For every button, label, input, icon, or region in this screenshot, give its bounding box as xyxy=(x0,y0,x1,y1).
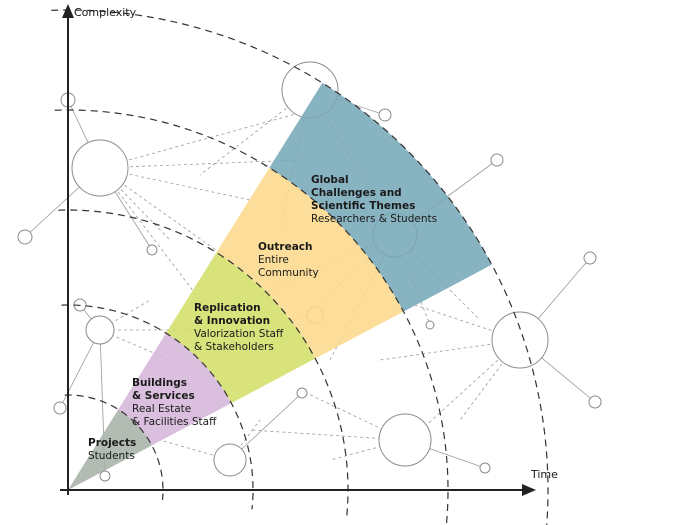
band-outreach xyxy=(216,167,404,359)
band-label-projects: Projects Students xyxy=(88,437,136,463)
band-subtitle: & Facilities Staff xyxy=(132,416,217,428)
band-label-outreach: Outreach Entire Community xyxy=(258,241,319,280)
dashed-arc xyxy=(54,109,449,525)
band-replication xyxy=(166,252,316,404)
band-title: Scientific Themes xyxy=(311,200,416,212)
y-axis-label: Complexity xyxy=(74,6,137,19)
band-subtitle: Real Estate xyxy=(132,403,192,415)
x-axis-arrow xyxy=(522,484,536,496)
dashed-arc xyxy=(61,304,254,510)
band-label-replication: Replication & Innovation Valorization St… xyxy=(194,302,283,354)
band-subtitle: Researchers & Students xyxy=(311,213,438,225)
band-subtitle: & Stakeholders xyxy=(194,341,274,353)
band-subtitle: Entire xyxy=(258,254,289,266)
band-title: Outreach xyxy=(258,241,313,253)
band-subtitle: Community xyxy=(258,267,319,279)
band-title: & Innovation xyxy=(194,315,271,327)
band-subtitle: Valorization Staff xyxy=(194,328,284,340)
sector-bands xyxy=(68,82,492,490)
band-projects xyxy=(68,409,152,490)
dashed-arcs xyxy=(51,9,549,525)
band-title: Challenges and xyxy=(311,187,402,199)
band-label-buildings: Buildings & Services Real Estate & Facil… xyxy=(132,377,216,429)
band-label-global: Global Challenges and Scientific Themes … xyxy=(311,174,437,226)
dashed-arc xyxy=(51,9,549,525)
band-title: & Services xyxy=(132,390,195,402)
band-title: Buildings xyxy=(132,377,188,389)
x-axis-label: Time xyxy=(531,468,558,481)
band-subtitle: Students xyxy=(88,450,135,462)
y-axis-arrow xyxy=(62,4,74,18)
band-global xyxy=(269,82,492,312)
band-buildings xyxy=(118,333,232,446)
band-title: Projects xyxy=(88,437,137,449)
band-title: Global xyxy=(311,174,349,186)
axes xyxy=(60,12,528,495)
band-title: Replication xyxy=(194,302,261,314)
